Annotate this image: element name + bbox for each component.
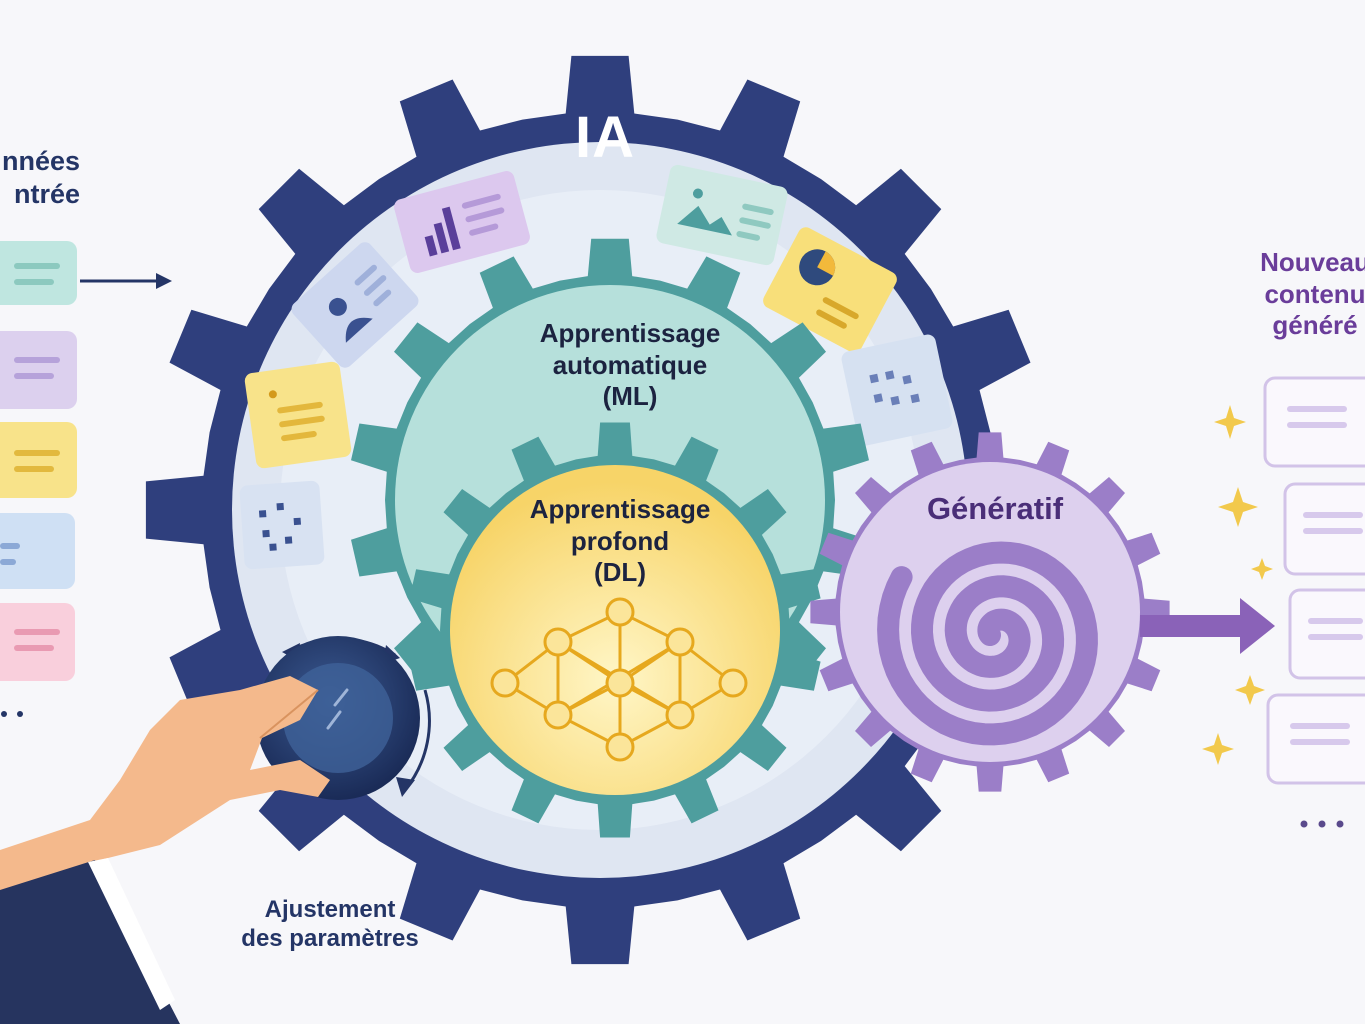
- ml-label-line: automatique: [552, 349, 708, 380]
- input-card: [0, 513, 75, 589]
- output-label-line: contenu: [1264, 278, 1365, 309]
- input-card: [0, 603, 75, 681]
- data-card-pie-icon: [763, 227, 897, 353]
- neural-network-nodes: [490, 597, 748, 762]
- input-more-dots: [1, 711, 23, 717]
- ml-label: Apprentissage automatique (ML): [480, 318, 780, 413]
- param-label-line: des paramètres: [241, 925, 419, 953]
- dl-label-line: Apprentissage: [529, 494, 711, 524]
- output-content-label: Nouveau contenu généré: [1245, 247, 1365, 342]
- dl-gear-face: [450, 465, 780, 795]
- param-label-line: Ajustement: [264, 896, 396, 923]
- output-label-line: généré: [1272, 310, 1358, 341]
- ml-label-line: (ML): [602, 381, 658, 412]
- hand-icon: [0, 676, 330, 1024]
- ai-title: IA: [575, 105, 635, 170]
- output-more-dots: [1300, 820, 1344, 828]
- input-label-line: ntrée: [13, 178, 80, 209]
- sparkle-icons: [1202, 405, 1273, 765]
- output-card: [1288, 588, 1365, 680]
- output-card: [1263, 376, 1365, 468]
- data-card-chart-icon: [394, 171, 530, 273]
- input-arrow: [80, 273, 172, 289]
- dl-label: Apprentissage profond (DL): [480, 494, 760, 589]
- data-card-text-icon: [244, 361, 352, 469]
- parameter-adjustment-label: Ajustement des paramètres: [225, 895, 435, 954]
- output-card: [1283, 482, 1365, 576]
- data-card-people-icon: [291, 242, 419, 368]
- input-card: [0, 331, 77, 409]
- input-data-cards: [0, 241, 77, 717]
- data-card-grid-icon: [841, 334, 953, 446]
- input-card: [0, 422, 77, 498]
- output-content-cards: [1263, 376, 1365, 828]
- input-label-line: nnées: [1, 146, 80, 176]
- ml-label-line: Apprentissage: [539, 318, 721, 348]
- input-data-label: nnées ntrée: [0, 145, 80, 211]
- data-card-scatter-icon: [239, 480, 325, 570]
- dl-label-line: profond: [570, 525, 670, 556]
- output-label-line: Nouveau: [1260, 247, 1365, 277]
- data-card-image-icon: [656, 164, 788, 266]
- input-card: [0, 241, 77, 305]
- spiral-icon: [877, 541, 1098, 746]
- dl-label-line: (DL): [594, 557, 646, 588]
- generative-label: Génératif: [926, 491, 1064, 526]
- output-arrow: [1140, 598, 1275, 654]
- output-card: [1266, 693, 1365, 785]
